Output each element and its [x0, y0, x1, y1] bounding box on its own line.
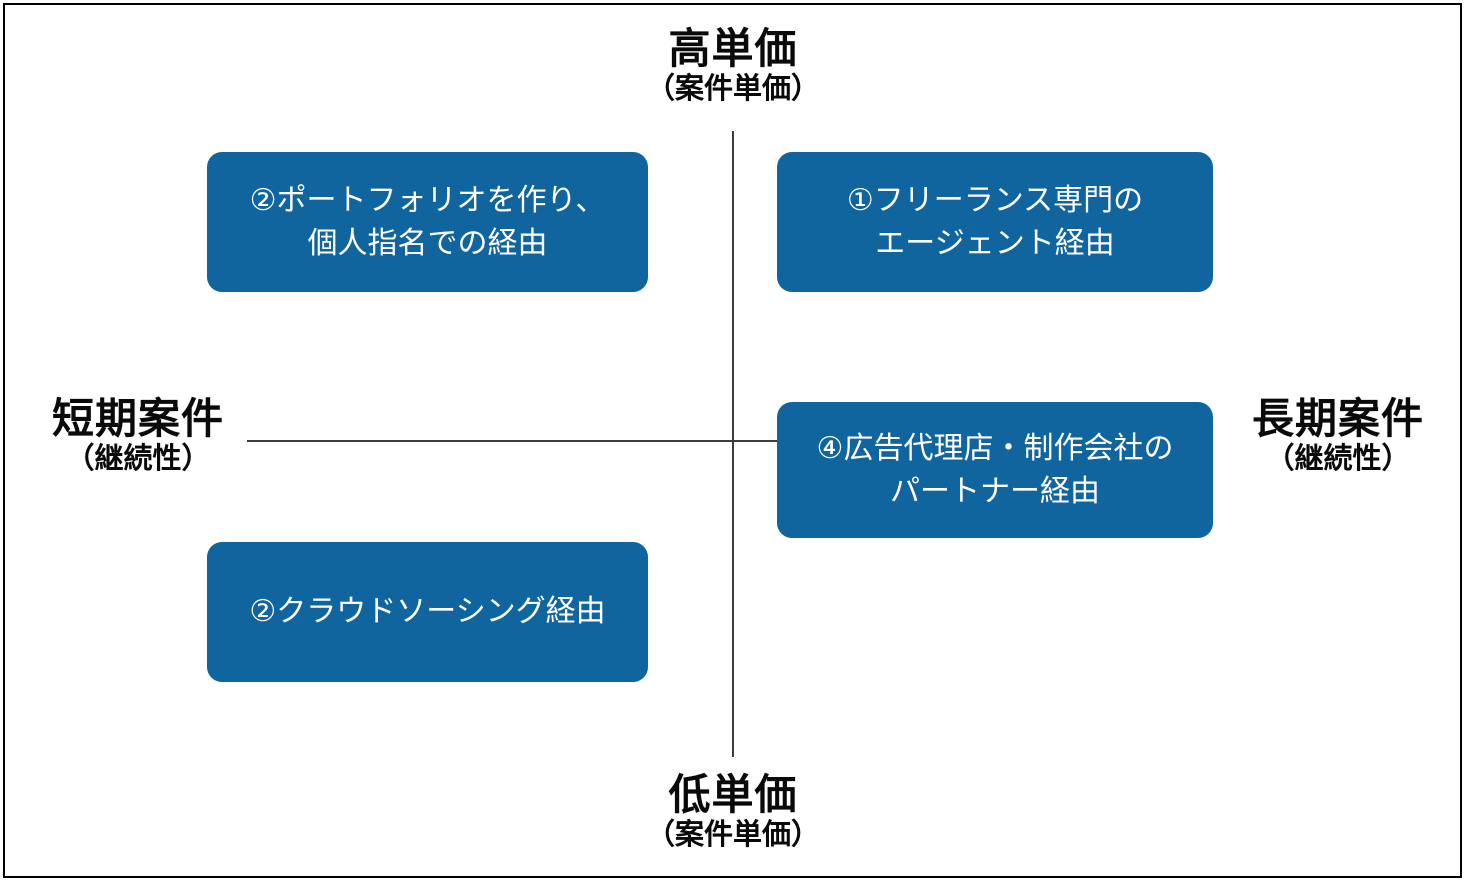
- axis-bottom-title: 低単価: [668, 771, 798, 818]
- box-freelance-agent: ①フリーランス専門の エージェント経由: [777, 152, 1213, 292]
- box-text-line: エージェント経由: [875, 227, 1115, 260]
- axis-label-bottom: 低単価 （案件単価）: [583, 771, 883, 853]
- diagram-border: [3, 3, 1462, 878]
- axis-label-left: 短期案件 （継続性）: [18, 395, 258, 477]
- box-text-line: ②クラウドソーシング経由: [249, 595, 606, 629]
- vertical-axis-line: [732, 131, 734, 757]
- axis-bottom-subtitle: （案件単価）: [645, 819, 820, 852]
- box-text-line: パートナー経由: [890, 475, 1100, 508]
- box-text-line: ①フリーランス専門の: [846, 183, 1144, 217]
- axis-label-right: 長期案件 （継続性）: [1228, 395, 1448, 477]
- box-text-line: ④広告代理店・制作会社の: [816, 431, 1174, 465]
- box-portfolio-personal-referral: ②ポートフォリオを作り、 個人指名での経由: [207, 152, 648, 292]
- box-text-line: 個人指名での経由: [307, 227, 548, 260]
- axis-left-subtitle: （継続性）: [65, 443, 211, 476]
- axis-top-subtitle: （案件単価）: [645, 73, 820, 106]
- box-agency-partner: ④広告代理店・制作会社の パートナー経由: [777, 402, 1213, 538]
- axis-top-title: 高単価: [668, 25, 798, 72]
- axis-right-title: 長期案件: [1251, 395, 1424, 442]
- box-text-line: ②ポートフォリオを作り、: [249, 183, 606, 217]
- axis-label-top: 高単価 （案件単価）: [583, 25, 883, 107]
- horizontal-axis-line: [247, 440, 782, 442]
- box-crowdsourcing: ②クラウドソーシング経由: [207, 542, 648, 682]
- axis-right-subtitle: （継続性）: [1265, 443, 1411, 476]
- axis-left-title: 短期案件: [51, 395, 224, 442]
